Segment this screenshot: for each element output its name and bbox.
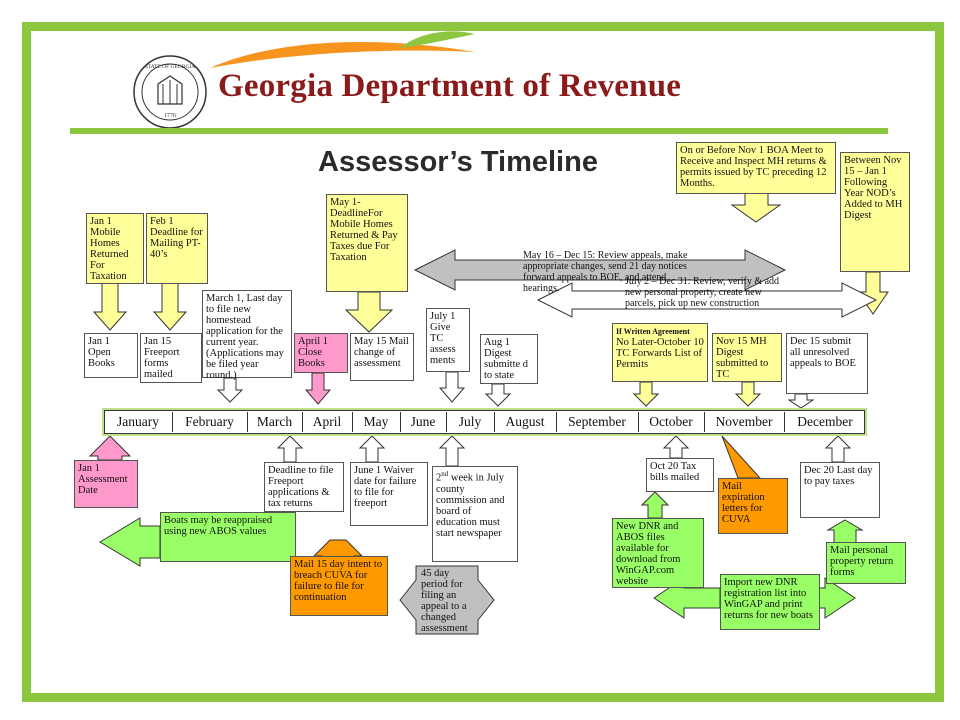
month-march: March — [256, 414, 293, 429]
box-dec15: Dec 15 submit all unresolved appeals to … — [786, 333, 868, 394]
month-separator — [638, 412, 639, 432]
month-december: December — [797, 414, 853, 429]
box-june1: June 1 Waiver date for failure to file f… — [350, 462, 428, 526]
july-2nd-sup: nd — [441, 470, 449, 478]
header-title: Georgia Department of Revenue — [218, 68, 682, 104]
month-separator — [556, 412, 557, 432]
month-august: August — [505, 414, 545, 429]
month-separator — [302, 412, 303, 432]
month-separator — [352, 412, 353, 432]
box-mail-personal: Mail personal property return forms — [826, 542, 906, 584]
box-boats: Boats may be reappraised using new ABOS … — [160, 512, 296, 562]
box-july-2nd-week: 2nd week in July county commission and b… — [432, 466, 518, 562]
month-separator — [446, 412, 447, 432]
arrow-july2-dec31 — [536, 282, 878, 318]
oct-written-text: No Later-October 10 TC Forwards List of … — [616, 337, 704, 370]
arrow-may16-dec15 — [413, 249, 787, 291]
month-may: May — [363, 414, 389, 429]
arrow-oct20 — [662, 435, 690, 459]
box-jan1-open: Jan 1 Open Books — [84, 333, 138, 378]
box-new-dnr: New DNR and ABOS files available for dow… — [612, 518, 704, 588]
seal-year: 1776 — [164, 113, 176, 119]
arrow-nov15 — [857, 271, 889, 315]
note-may1: May 1- DeadlineFor Mobile Homes Returned… — [326, 194, 408, 292]
box-import-dnr: Import new DNR registration list into Wi… — [720, 574, 820, 630]
box-jan15: Jan 15 Freeport forms mailed — [140, 333, 202, 383]
oct-written-prefix: If Written Agreement — [616, 327, 690, 336]
note-nov15-jan1: Between Nov 15 – Jan 1 Following Year NO… — [840, 152, 910, 272]
text-may16-dec15: May 16 – Dec 15: Review appeals, make ap… — [523, 250, 688, 294]
month-june: June — [410, 414, 436, 429]
july-2nd-pre: 2 — [436, 472, 442, 484]
arrow-may1 — [344, 291, 394, 333]
month-january: January — [117, 414, 159, 429]
arrow-import-right — [817, 577, 856, 619]
note-nov1: On or Before Nov 1 BOA Meet to Receive a… — [676, 142, 836, 194]
arrow-aug1 — [484, 383, 512, 407]
month-separator — [494, 412, 495, 432]
arrow-dec15 — [787, 393, 815, 409]
note-jan1-mobile: Jan 1 Mobile Homes Returned For Taxation — [86, 213, 144, 284]
box-oct20: Oct 20 Tax bills mailed — [646, 458, 714, 492]
month-april: April — [312, 414, 342, 429]
arrow-new-dnr — [640, 491, 670, 519]
month-september: September — [568, 414, 626, 429]
box-45day: 45 day period for filing an appeal to a … — [421, 568, 468, 634]
month-separator — [172, 412, 173, 432]
arrow-april1 — [304, 372, 332, 405]
july-2nd-text: week in July county commission and board… — [436, 472, 505, 539]
box-mail15: Mail 15 day intent to breach CUVA for fa… — [290, 556, 388, 616]
header-divider — [70, 128, 888, 134]
month-timeline-bar — [104, 410, 865, 434]
box-mail-expiration: Mail expiration letters for CUVA — [718, 478, 788, 534]
georgia-seal-icon: 1776 STATE OF GEORGIA — [133, 55, 207, 129]
month-separator — [784, 412, 785, 432]
text-july2-dec31: July 2 – Dec 31: Review, verify & add ne… — [625, 276, 780, 309]
box-oct-written: If Written Agreement No Later-October 10… — [612, 323, 708, 382]
arrow-jan1-assess — [88, 435, 132, 461]
month-separator — [704, 412, 705, 432]
box-aug1: Aug 1 Digest submitte d to state — [480, 334, 538, 384]
month-october: October — [649, 414, 693, 429]
box-april1: April 1 Close Books — [294, 333, 348, 373]
box-may15: May 15 Mail change of assessment — [350, 333, 414, 381]
swoosh-logo — [210, 31, 475, 68]
month-november: November — [715, 414, 773, 429]
arrow-july2nd — [438, 435, 466, 467]
arrow-jan1-mobile — [92, 282, 128, 331]
month-february: February — [185, 414, 234, 429]
arrow-deadline-freeport — [276, 435, 304, 463]
arrow-mail-expiration — [721, 435, 762, 479]
box-jan1-assessment: Jan 1 Assessment Date — [74, 460, 138, 508]
page-title: Assessor’s Timeline — [318, 146, 598, 178]
box-nov15-mh: Nov 15 MH Digest submitted to TC — [712, 333, 782, 382]
box-dec20: Dec 20 Last day to pay taxes — [800, 462, 880, 518]
arrow-march1 — [216, 377, 244, 403]
box-deadline-freeport: Deadline to file Freeport applications &… — [264, 462, 344, 512]
seal-text: STATE OF GEORGIA — [145, 64, 196, 70]
note-feb1: Feb 1 Deadline for Mailing PT-40’s — [146, 213, 208, 284]
month-separator — [247, 412, 248, 432]
arrow-feb1 — [152, 282, 188, 331]
month-separator — [400, 412, 401, 432]
arrow-july1 — [438, 371, 466, 403]
arrow-nov1 — [730, 191, 782, 223]
arrow-45day — [399, 565, 495, 635]
arrow-dec20 — [824, 435, 852, 463]
arrow-june1 — [358, 435, 386, 463]
box-july1: July 1 Give TC assess ments — [426, 308, 470, 372]
arrow-oct-written — [632, 381, 660, 407]
arrow-boats — [99, 517, 161, 567]
box-march1: March 1, Last day to file new homestead … — [202, 290, 292, 381]
month-july: July — [458, 414, 482, 429]
arrow-nov15-mh — [734, 381, 762, 407]
